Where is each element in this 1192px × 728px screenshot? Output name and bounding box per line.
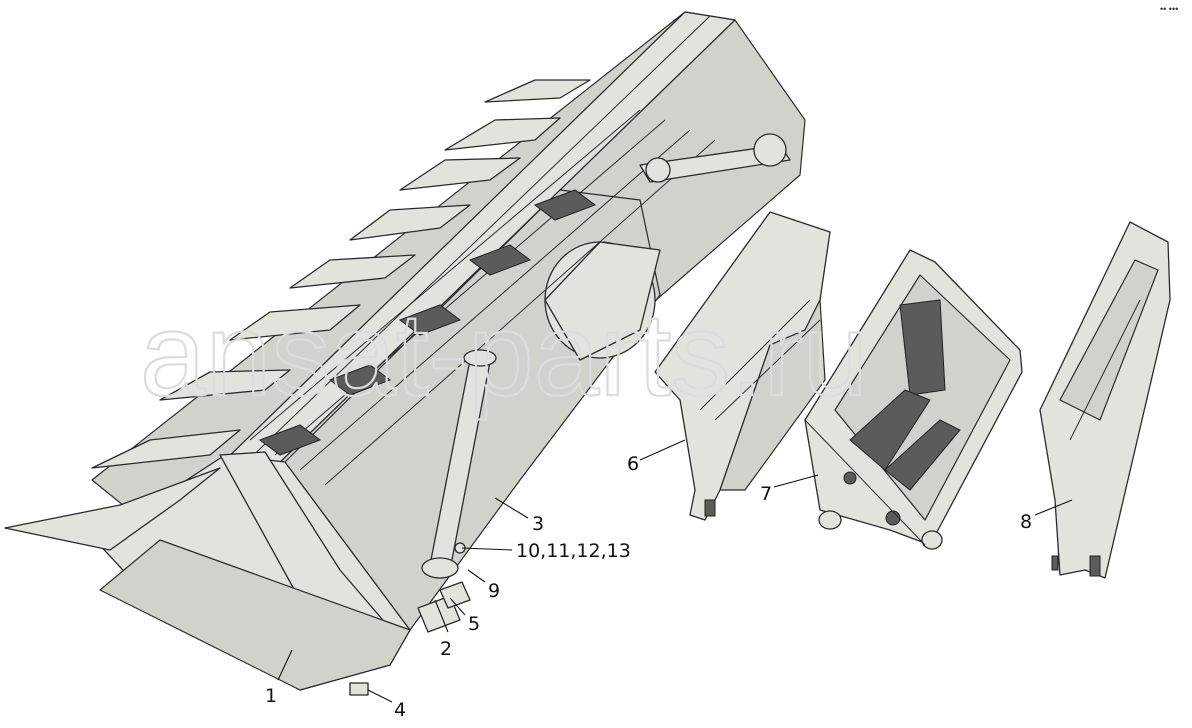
header-assembly bbox=[4, 11, 806, 696]
callout-2: 2 bbox=[440, 638, 452, 660]
callout-6: 6 bbox=[627, 453, 639, 475]
callout-5: 5 bbox=[468, 613, 480, 635]
feeder-frame-part-7 bbox=[804, 249, 1023, 550]
callout-8: 8 bbox=[1020, 511, 1032, 533]
adapter-frame-part-6 bbox=[654, 211, 831, 521]
crop-divider-snouts bbox=[4, 79, 591, 551]
callout-3: 3 bbox=[532, 513, 544, 535]
callout-1: 1 bbox=[265, 685, 277, 707]
callout-labels: 1 2 3 4 5 6 7 8 9 10,11,12,13 bbox=[265, 453, 1032, 721]
corner-mark: •• ••• bbox=[1160, 4, 1178, 14]
callout-9: 9 bbox=[488, 580, 500, 602]
callout-4: 4 bbox=[394, 699, 406, 721]
callout-7: 7 bbox=[760, 483, 772, 505]
leader-lines bbox=[277, 439, 1073, 703]
stalk-rolls bbox=[249, 109, 716, 486]
watermark: ansat-parts.ru bbox=[140, 289, 868, 421]
adapter-plate-part-8 bbox=[1039, 221, 1171, 579]
callout-10-11-12-13: 10,11,12,13 bbox=[516, 540, 631, 562]
